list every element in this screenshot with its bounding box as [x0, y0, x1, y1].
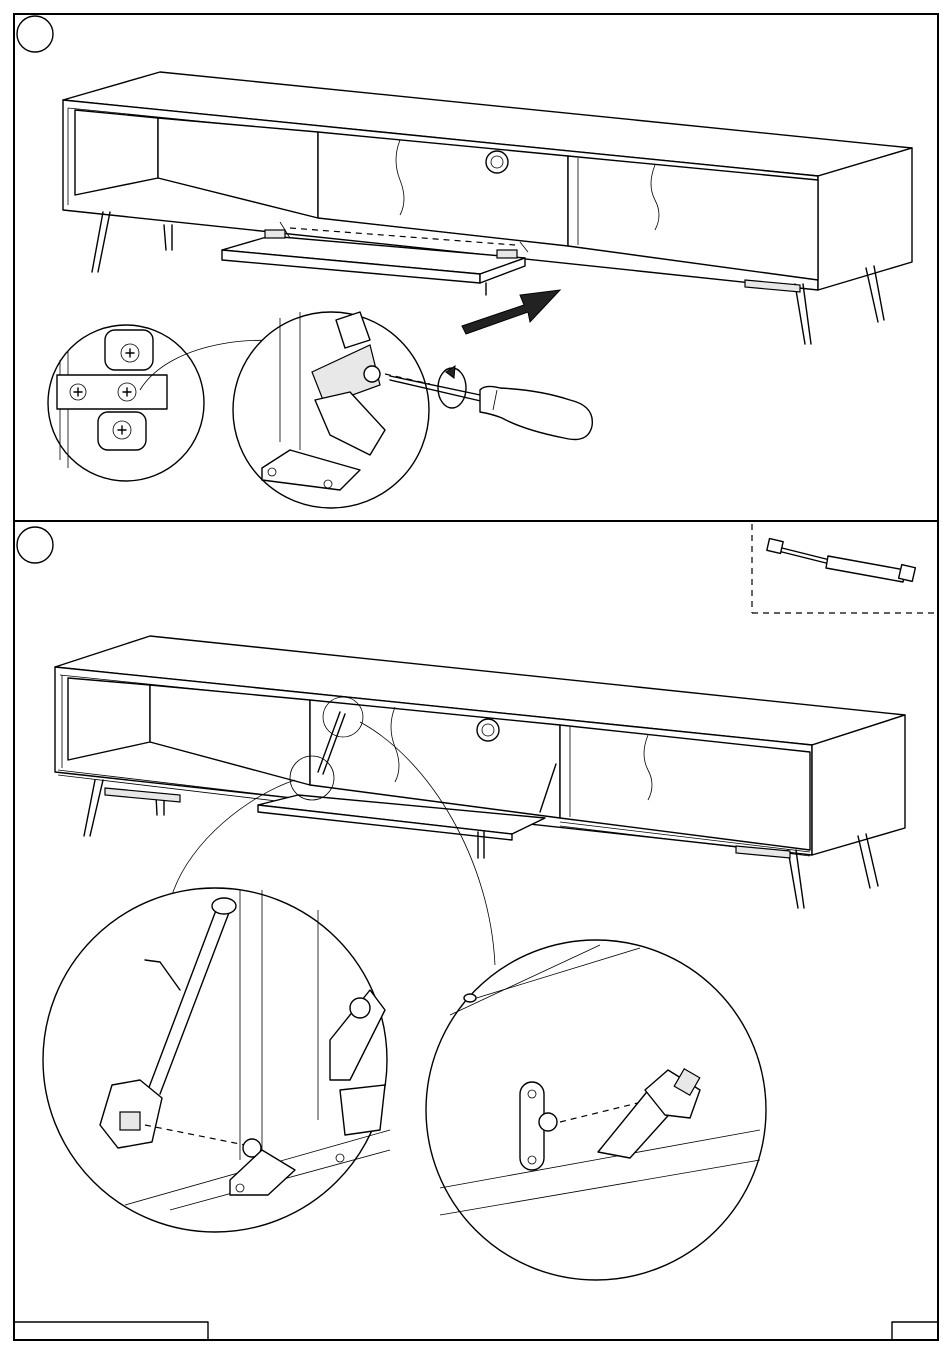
footer-right-box — [892, 1322, 938, 1340]
strut-top-detail — [426, 940, 766, 1280]
push-arrow-icon — [462, 290, 560, 334]
step-1-cabinet — [63, 72, 912, 344]
detail-leader-2 — [172, 780, 295, 895]
footer-left-box — [14, 1322, 208, 1340]
step-1-marker — [17, 16, 53, 52]
strut-bottom-detail — [43, 888, 390, 1232]
step-2-marker — [17, 527, 53, 563]
hinge-detail-small — [48, 325, 204, 481]
hinge-detail-large — [233, 312, 430, 508]
step-2-cabinet — [55, 636, 905, 908]
gas-strut-part-icon — [752, 524, 936, 613]
